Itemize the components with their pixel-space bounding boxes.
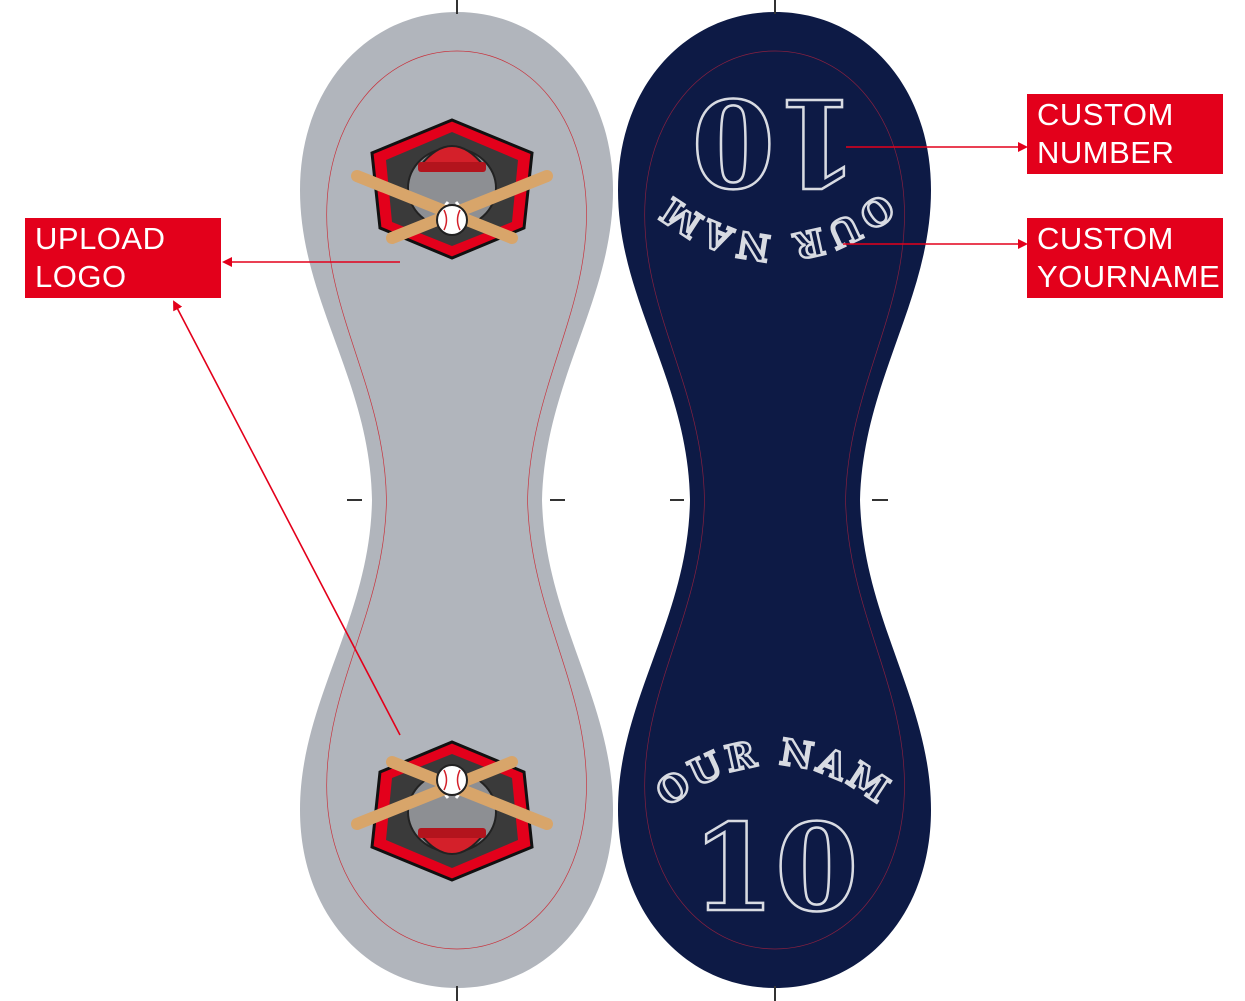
left-panel bbox=[300, 12, 613, 988]
registration-marks bbox=[347, 0, 888, 1001]
upload-logo-label: UPLOAD LOGO bbox=[25, 218, 221, 298]
label-line: CUSTOM bbox=[1037, 97, 1174, 132]
arrow-upload-logo-bottom bbox=[173, 300, 401, 736]
label-line: UPLOAD bbox=[35, 221, 166, 256]
label-line: CUSTOM bbox=[1037, 221, 1174, 256]
label-line: YOURNAME bbox=[1037, 259, 1221, 294]
label-line: LOGO bbox=[35, 259, 127, 294]
custom-number-label: CUSTOM NUMBER bbox=[1027, 94, 1223, 174]
label-line: NUMBER bbox=[1037, 135, 1175, 170]
top-number[interactable]: 10 bbox=[690, 70, 860, 214]
custom-yourname-label: CUSTOM YOURNAME bbox=[1027, 218, 1223, 298]
bottom-number[interactable]: 10 bbox=[690, 797, 860, 941]
callout-arrows bbox=[173, 142, 1028, 736]
